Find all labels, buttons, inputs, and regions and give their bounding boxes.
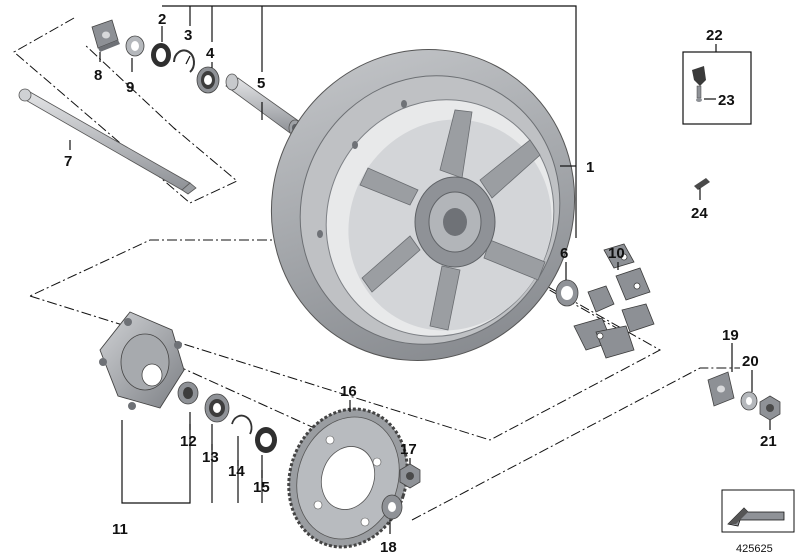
callout-24: 24 — [691, 205, 708, 222]
adjuster-block-part — [91, 19, 120, 52]
adjuster-block-right-part — [707, 371, 735, 407]
callout-16: 16 — [340, 383, 357, 400]
sprocket-spacer-part — [381, 494, 403, 520]
callout-1: 1 — [586, 159, 594, 176]
washer-part — [125, 35, 145, 57]
carrier-bearing-2-part — [204, 393, 230, 423]
axle-part — [18, 88, 197, 195]
shaft-seal-part — [151, 43, 171, 67]
callout-13: 13 — [202, 449, 219, 466]
carrier-seal-part — [255, 427, 277, 453]
callout-14: 14 — [228, 463, 245, 480]
callout-labels: 2 3 4 5 1 8 9 7 6 10 22 23 24 19 20 21 1… — [64, 11, 777, 556]
axle-nut-part — [759, 395, 781, 421]
callout-23: 23 — [718, 92, 735, 109]
callout-15: 15 — [253, 479, 270, 496]
callout-10: 10 — [608, 245, 625, 262]
callout-12: 12 — [180, 433, 197, 450]
carrier-bearing-part — [177, 381, 199, 405]
sprocket-part — [287, 407, 409, 549]
balance-weight-part — [694, 178, 710, 190]
catalog-number: 425625 — [736, 543, 773, 555]
leader-lines — [69, 5, 771, 534]
callout-3: 3 — [184, 27, 192, 44]
callout-9: 9 — [126, 79, 134, 96]
callout-17: 17 — [400, 441, 417, 458]
callout-7: 7 — [64, 153, 72, 170]
carrier-circlip-part — [231, 414, 253, 435]
callout-19: 19 — [722, 327, 739, 344]
wheel-spokes — [359, 109, 546, 331]
circlip-part — [173, 49, 195, 73]
bearing-part — [196, 66, 220, 94]
damper-set-part — [573, 243, 655, 359]
callout-11: 11 — [112, 521, 128, 538]
sprocket-carrier-part — [99, 311, 185, 410]
valve-kit-frame — [682, 51, 752, 125]
washer-right-part — [740, 391, 758, 411]
callout-8: 8 — [94, 67, 102, 84]
direction-arrow-box — [721, 489, 795, 533]
wheel-rim-part — [270, 49, 576, 361]
callout-2: 2 — [158, 11, 166, 28]
callout-6: 6 — [560, 245, 568, 262]
callout-5: 5 — [257, 75, 265, 92]
callout-18: 18 — [380, 539, 397, 556]
callout-20: 20 — [742, 353, 759, 370]
callout-22: 22 — [706, 27, 723, 44]
callout-4: 4 — [206, 45, 215, 62]
wheel-seal-part — [555, 279, 579, 307]
callout-21: 21 — [760, 433, 777, 450]
